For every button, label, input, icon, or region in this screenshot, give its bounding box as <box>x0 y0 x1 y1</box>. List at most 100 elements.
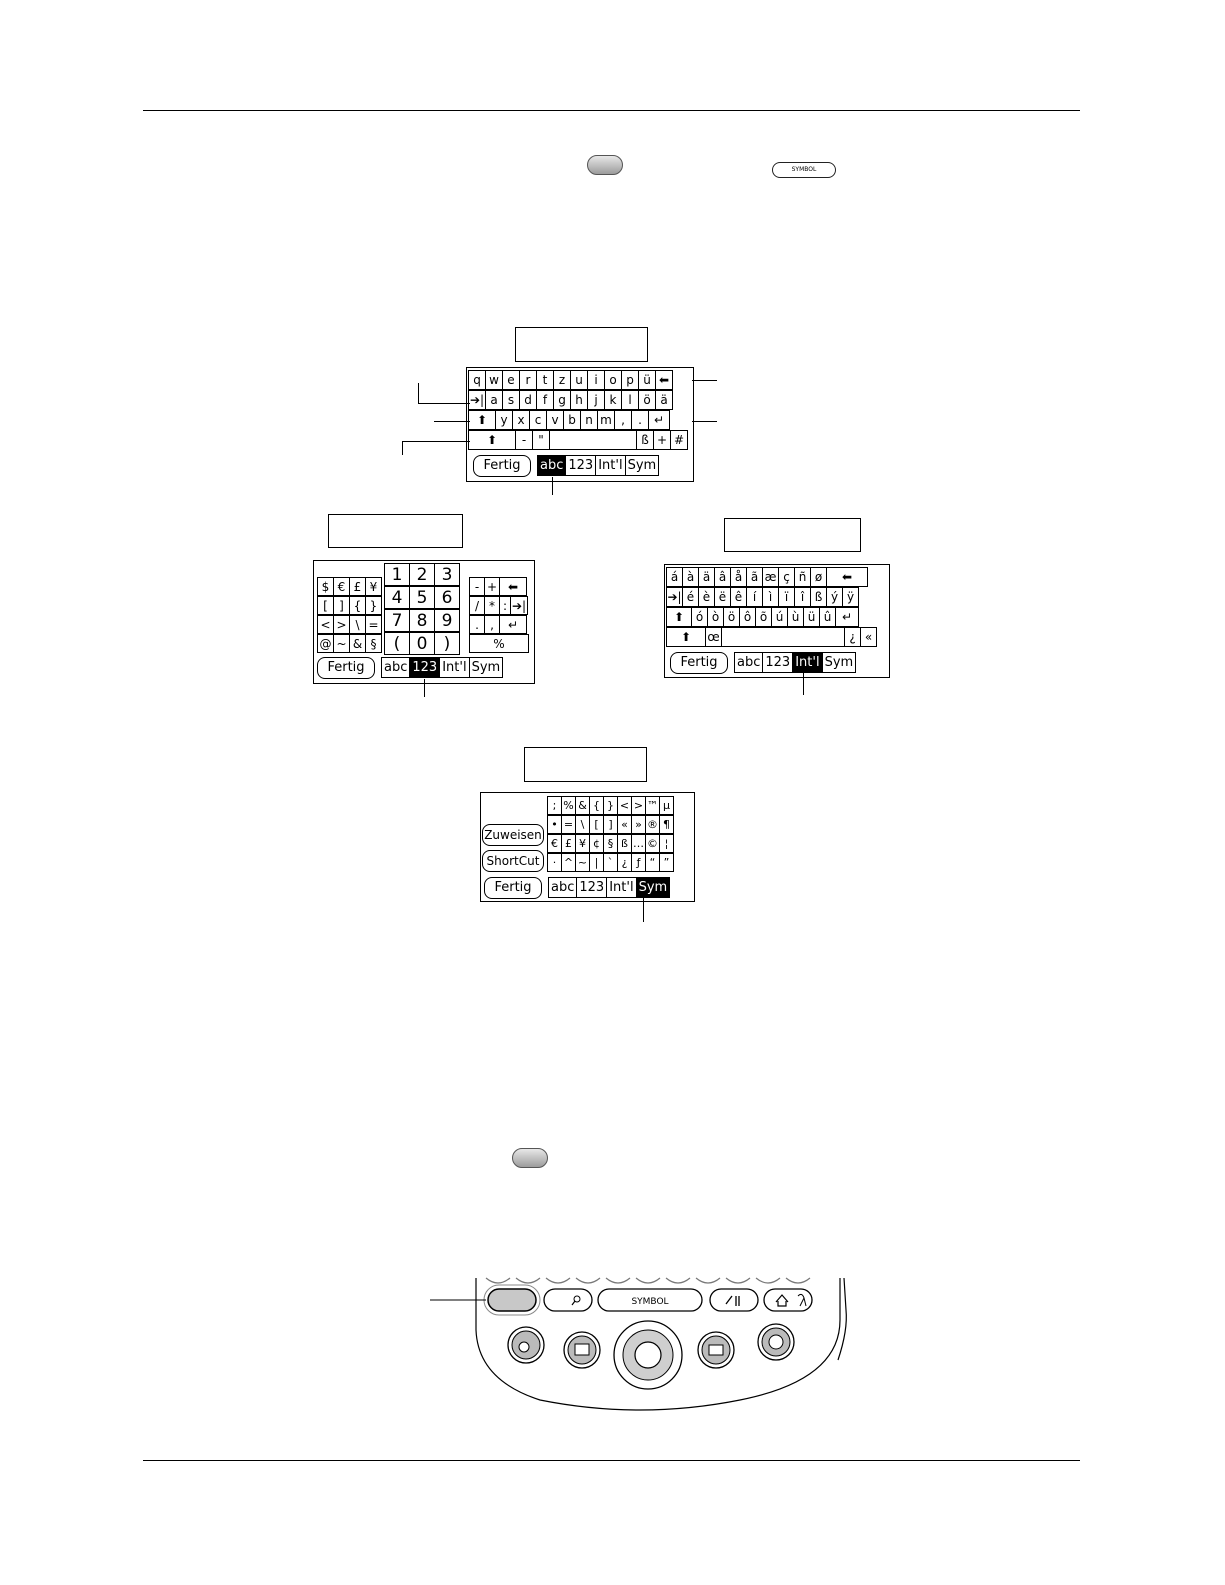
alpha-key[interactable]: b <box>563 410 581 430</box>
alpha-key[interactable]: g <box>553 390 571 410</box>
numeric-digit-key[interactable]: 8 <box>409 609 435 632</box>
symbol-key[interactable]: ` <box>603 853 618 872</box>
intl-key[interactable]: ì <box>762 587 779 607</box>
symbol-key[interactable]: » <box>631 815 646 834</box>
numeric-symbol-key[interactable]: € <box>333 577 350 596</box>
symbol-key[interactable]: ¢ <box>589 834 604 853</box>
numeric-op-key[interactable]: - <box>469 577 485 596</box>
symbol-key[interactable]: ~ <box>575 853 590 872</box>
tab-123[interactable]: 123 <box>762 652 794 673</box>
intl-key[interactable]: å <box>730 567 747 587</box>
alpha-key[interactable]: q <box>468 370 486 390</box>
numeric-symbol-key[interactable]: = <box>365 615 382 634</box>
intl-key[interactable] <box>721 627 845 647</box>
numeric-op-key[interactable]: ➔| <box>510 596 528 615</box>
numeric-symbol-key[interactable]: ¥ <box>365 577 382 596</box>
intl-key[interactable]: ê <box>730 587 747 607</box>
numeric-digit-key[interactable]: 2 <box>409 563 435 586</box>
tab-123[interactable]: 123 <box>565 455 597 476</box>
symbol-key[interactable]: ; <box>547 796 562 815</box>
alpha-done-button[interactable]: Fertig <box>473 455 531 477</box>
alpha-key[interactable]: ü <box>638 370 656 390</box>
symbol-key[interactable]: ] <box>603 815 618 834</box>
symbol-key[interactable]: ƒ <box>631 853 646 872</box>
alpha-key[interactable]: h <box>570 390 588 410</box>
alpha-key[interactable]: " <box>532 430 550 450</box>
intl-key[interactable]: ß <box>810 587 827 607</box>
intl-key[interactable]: î <box>794 587 811 607</box>
numeric-symbol-key[interactable]: & <box>349 634 366 653</box>
intl-key[interactable]: ï <box>778 587 795 607</box>
tab-123[interactable]: 123 <box>576 877 608 898</box>
alpha-key[interactable]: o <box>604 370 622 390</box>
tab-abc[interactable]: abc <box>536 455 567 476</box>
alpha-key[interactable]: u <box>570 370 588 390</box>
numeric-digit-key[interactable]: ( <box>384 632 410 655</box>
numeric-symbol-key[interactable]: > <box>333 615 350 634</box>
numeric-digit-key[interactable]: 6 <box>434 586 460 609</box>
numeric-op-key[interactable]: + <box>484 577 500 596</box>
numeric-digit-key[interactable]: 0 <box>409 632 435 655</box>
numeric-digit-key[interactable]: 5 <box>409 586 435 609</box>
intl-key[interactable]: ó <box>691 607 708 627</box>
alpha-key[interactable]: z <box>553 370 571 390</box>
tab-abc[interactable]: abc <box>380 657 411 678</box>
symbol-key[interactable]: | <box>589 853 604 872</box>
symbol-key[interactable]: & <box>575 796 590 815</box>
intl-key[interactable]: ñ <box>794 567 811 587</box>
intl-key[interactable]: æ <box>762 567 779 587</box>
tab-intl[interactable]: Int'l <box>606 877 637 898</box>
alpha-key[interactable]: w <box>485 370 503 390</box>
symbol-key[interactable]: … <box>631 834 646 853</box>
intl-key[interactable]: ô <box>739 607 756 627</box>
intl-key[interactable]: í <box>746 587 763 607</box>
alpha-key[interactable] <box>549 430 637 450</box>
alpha-key[interactable]: k <box>604 390 622 410</box>
tab-intl[interactable]: Int'l <box>792 652 823 673</box>
alpha-key[interactable]: ⬆ <box>468 430 516 450</box>
intl-key[interactable]: ⬅ <box>826 567 868 587</box>
symbol-key[interactable]: © <box>645 834 660 853</box>
symbol-key[interactable]: ¦ <box>659 834 674 853</box>
symbol-key[interactable]: £ <box>561 834 576 853</box>
numeric-digit-key[interactable]: 9 <box>434 609 460 632</box>
symbol-key[interactable]: “ <box>645 853 660 872</box>
alpha-key[interactable]: ➔| <box>468 390 486 410</box>
symbol-key[interactable]: > <box>631 796 646 815</box>
intl-key[interactable]: ö <box>723 607 740 627</box>
alpha-key[interactable]: ⬆ <box>468 410 496 430</box>
alpha-key[interactable]: ä <box>655 390 673 410</box>
symbol-key[interactable]: [ <box>589 815 604 834</box>
alpha-key[interactable]: + <box>653 430 671 450</box>
alpha-key[interactable]: ↵ <box>648 410 670 430</box>
symbol-key[interactable]: \ <box>575 815 590 834</box>
symbol-key[interactable]: ¥ <box>575 834 590 853</box>
intl-key[interactable]: ý <box>826 587 843 607</box>
numeric-op-key[interactable]: * <box>484 596 500 615</box>
numeric-digit-key[interactable]: 7 <box>384 609 410 632</box>
alpha-key[interactable]: - <box>515 430 533 450</box>
assign-button[interactable]: Zuweisen <box>482 824 544 846</box>
intl-key[interactable]: é <box>682 587 699 607</box>
alpha-key[interactable]: i <box>587 370 605 390</box>
alpha-key[interactable]: c <box>529 410 547 430</box>
symbol-key[interactable]: ™ <box>645 796 660 815</box>
tab-intl[interactable]: Int'l <box>595 455 626 476</box>
intl-key[interactable]: ⬆ <box>666 607 692 627</box>
alpha-key[interactable]: ⬅ <box>655 370 673 390</box>
numeric-symbol-key[interactable]: < <box>317 615 334 634</box>
symbol-key[interactable]: ® <box>645 815 660 834</box>
alpha-key[interactable]: ß <box>636 430 654 450</box>
intl-key[interactable]: ¿ <box>844 627 861 647</box>
alpha-key[interactable]: n <box>580 410 598 430</box>
symbol-key[interactable]: ¶ <box>659 815 674 834</box>
alpha-key[interactable]: e <box>502 370 520 390</box>
numeric-digit-key[interactable]: 4 <box>384 586 410 609</box>
alpha-key[interactable]: x <box>512 410 530 430</box>
numeric-done-button[interactable]: Fertig <box>317 657 375 679</box>
intl-key[interactable]: « <box>860 627 877 647</box>
intl-key[interactable]: á <box>666 567 683 587</box>
numeric-symbol-key[interactable]: $ <box>317 577 334 596</box>
numeric-symbol-key[interactable]: ] <box>333 596 350 615</box>
numeric-symbol-key[interactable]: £ <box>349 577 366 596</box>
